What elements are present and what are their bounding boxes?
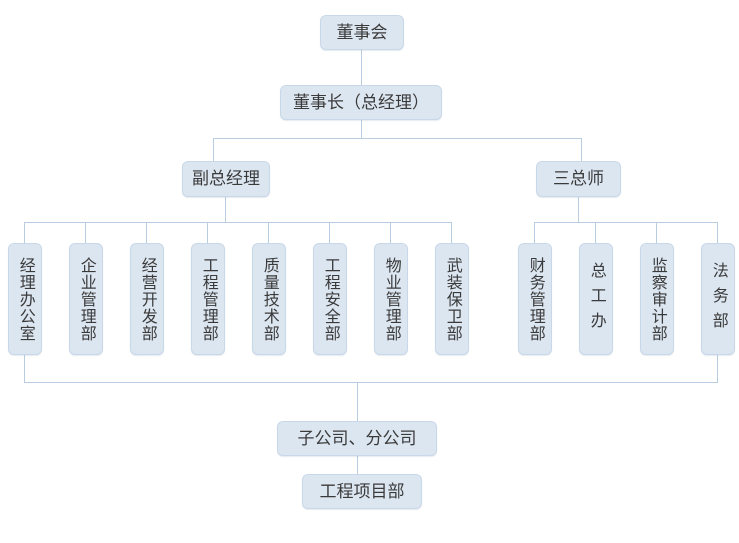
node-vice-general-manager[interactable]: 副总经理 (182, 161, 270, 197)
node-department-left-4[interactable]: 工程管理部 (191, 243, 225, 355)
connector-drop-right-2 (595, 222, 596, 243)
node-label: 工程管理部 (199, 256, 217, 342)
connector-chairman-stem (361, 120, 362, 138)
node-department-left-8[interactable]: 武装保卫部 (435, 243, 469, 355)
node-label: 经营开发部 (138, 256, 156, 342)
connector-drop-left-4 (207, 222, 208, 243)
node-subsidiary-and-branch[interactable]: 子公司、分公司 (277, 421, 437, 456)
connector-left-tail-stem (24, 355, 25, 382)
node-label: 经理办公室 (16, 256, 34, 342)
node-chairman[interactable]: 董事长（总经理） (280, 85, 442, 120)
connector-board-to-chairman (361, 50, 362, 85)
node-label: 财务管理部 (526, 256, 544, 342)
node-label: 副总经理 (192, 169, 260, 189)
node-engineering-project-dept[interactable]: 工程项目部 (302, 474, 422, 509)
connector-right-tail-stem (717, 355, 718, 382)
connector-right-departments-bar (534, 222, 718, 223)
connector-subsidiary-to-project (357, 456, 358, 474)
node-label: 总工办 (587, 261, 605, 337)
node-label: 武装保卫部 (443, 256, 461, 342)
node-department-left-7[interactable]: 物业管理部 (374, 243, 408, 355)
connector-bottom-to-subsidiary (357, 382, 358, 421)
node-department-right-3[interactable]: 监察审计部 (640, 243, 674, 355)
connector-drop-right-4 (717, 222, 718, 243)
connector-drop-right-3 (656, 222, 657, 243)
node-three-chief-engineers[interactable]: 三总师 (536, 161, 621, 197)
node-label: 质量技术部 (260, 256, 278, 342)
connector-drop-left-6 (329, 222, 330, 243)
node-label: 监察审计部 (648, 256, 666, 342)
node-label: 法务部 (709, 261, 727, 337)
connector-drop-left-7 (390, 222, 391, 243)
connector-left-departments-bar (24, 222, 452, 223)
node-department-left-6[interactable]: 工程安全部 (313, 243, 347, 355)
node-label: 三总师 (553, 169, 604, 189)
connector-vice-gm-stem (225, 197, 226, 222)
node-label: 企业管理部 (77, 256, 95, 342)
node-department-left-3[interactable]: 经营开发部 (130, 243, 164, 355)
connector-three-chiefs-stem (578, 197, 579, 222)
node-label: 子公司、分公司 (297, 428, 417, 448)
node-label: 工程安全部 (321, 256, 339, 342)
node-department-right-1[interactable]: 财务管理部 (518, 243, 552, 355)
node-label: 工程项目部 (319, 481, 405, 501)
connector-bottom-bar (24, 382, 718, 383)
node-label: 董事会 (336, 22, 388, 42)
connector-drop-left-2 (85, 222, 86, 243)
connector-bar-to-three-chiefs (581, 138, 582, 161)
connector-drop-right-1 (534, 222, 535, 243)
connector-drop-left-8 (451, 222, 452, 243)
node-department-right-2[interactable]: 总工办 (579, 243, 613, 355)
connector-drop-left-3 (146, 222, 147, 243)
node-board-of-directors[interactable]: 董事会 (320, 15, 404, 50)
connector-level2-bar (213, 138, 582, 139)
node-department-left-2[interactable]: 企业管理部 (69, 243, 103, 355)
node-label: 董事长（总经理） (293, 92, 429, 112)
node-department-right-4[interactable]: 法务部 (701, 243, 735, 355)
connector-drop-left-5 (268, 222, 269, 243)
connector-drop-left-1 (24, 222, 25, 243)
node-department-left-5[interactable]: 质量技术部 (252, 243, 286, 355)
node-department-left-1[interactable]: 经理办公室 (8, 243, 42, 355)
connector-bar-to-vice-gm (213, 138, 214, 161)
node-label: 物业管理部 (382, 256, 400, 342)
